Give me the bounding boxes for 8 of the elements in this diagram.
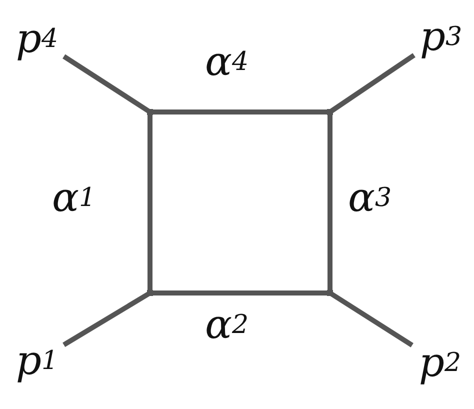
external-leg-line [64, 292, 150, 346]
external-leg-line [330, 54, 414, 112]
propagator-line [150, 110, 330, 114]
propagator-line [148, 112, 152, 292]
propagator-line [328, 112, 332, 292]
propagator-line [150, 290, 330, 296]
external-leg-line [64, 55, 150, 113]
external-leg-line [330, 292, 412, 346]
